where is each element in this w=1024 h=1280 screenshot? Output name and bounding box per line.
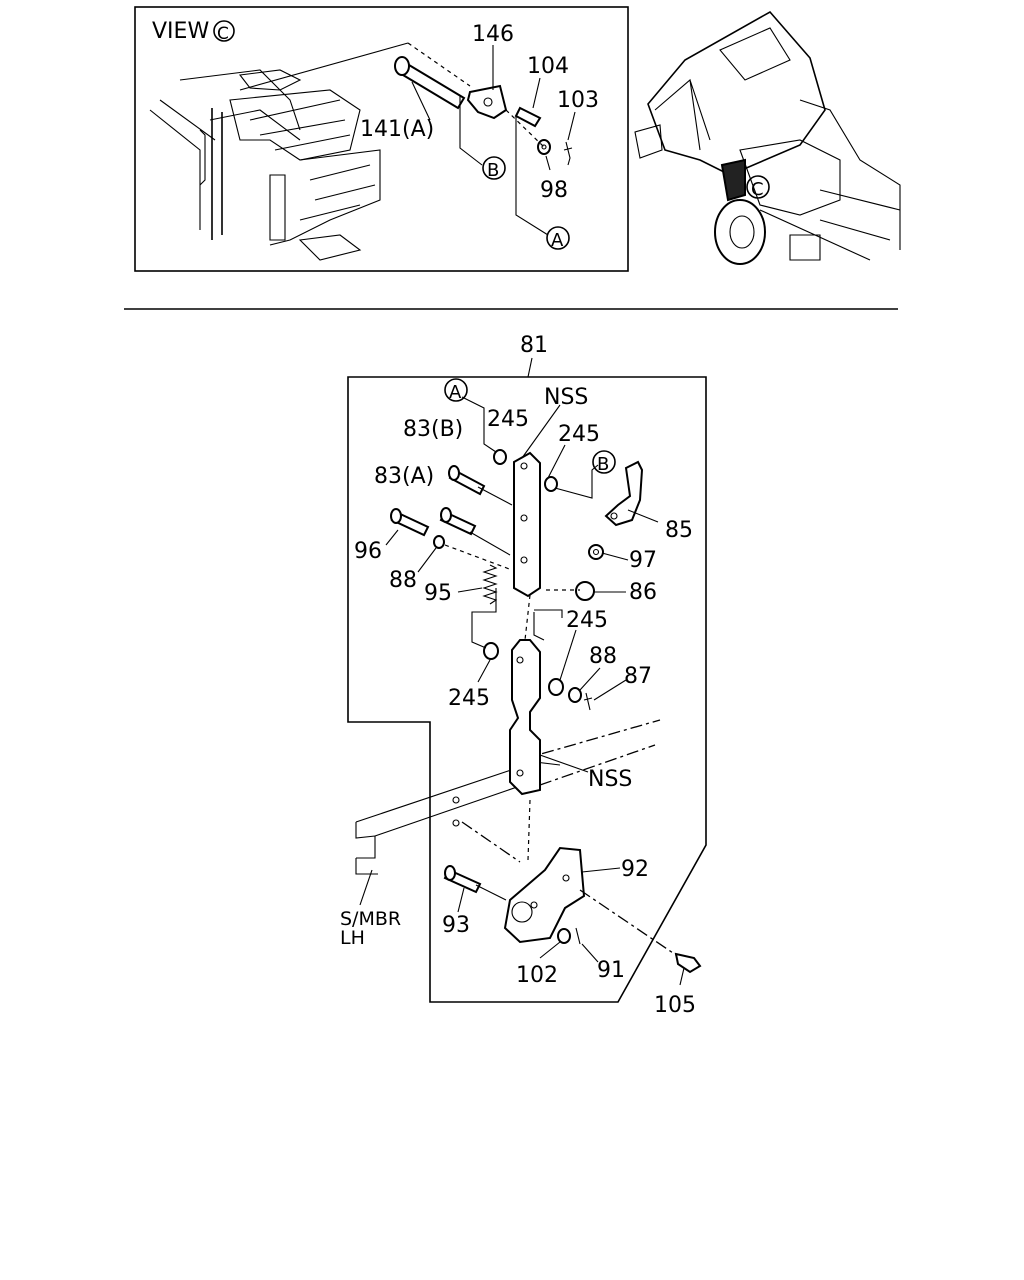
ring-86	[575, 581, 595, 601]
washer-98	[537, 139, 551, 155]
callout-92: 92	[621, 857, 649, 882]
bushing-245-right	[544, 476, 558, 492]
truck-window	[719, 27, 791, 81]
view-direction-arrow	[720, 158, 746, 202]
washer-88-right	[568, 687, 582, 703]
upper-link-plate	[513, 451, 541, 598]
callout-83a: 83(A)	[374, 464, 434, 489]
cab-frame-sketch	[149, 42, 471, 261]
washer-88-left	[433, 535, 445, 549]
cotter-pin-91	[575, 927, 581, 945]
washer-97	[588, 544, 604, 560]
main-assembly-diagram: 81	[340, 333, 707, 1018]
callout-88-b: 88	[589, 644, 617, 669]
pin-83a	[439, 507, 477, 536]
callout-86: 86	[629, 580, 657, 605]
bushing-245-lower-left	[483, 642, 499, 660]
bell-crank-85	[604, 460, 644, 527]
pin-83b	[448, 465, 486, 496]
side-member-lh	[355, 719, 661, 875]
truck-view-marker-circle	[746, 175, 770, 199]
callout-141a: 141(A)	[360, 117, 434, 142]
callout-95: 95	[424, 581, 452, 606]
callout-91: 91	[597, 958, 625, 983]
bushing-245-top	[493, 449, 507, 465]
ref-marker-b: B	[487, 160, 499, 181]
callout-nss-top: NSS	[544, 385, 588, 410]
callout-93: 93	[442, 913, 470, 938]
callout-83b: 83(B)	[403, 417, 463, 442]
bolt-105	[674, 952, 702, 974]
view-marker-circle	[213, 20, 235, 42]
bracket-92	[503, 846, 586, 944]
callout-103: 103	[557, 88, 599, 113]
cotter-pin-87	[583, 692, 593, 711]
callout-81: 81	[520, 333, 548, 358]
truck-wheel	[714, 199, 766, 265]
bolt-104	[514, 106, 542, 128]
callout-245-b: 245	[558, 422, 600, 447]
callout-87: 87	[624, 664, 652, 689]
ref-marker-a-main: A	[449, 382, 462, 403]
ref-marker-a-circle	[546, 226, 570, 250]
callout-nss-bottom: NSS	[588, 767, 632, 792]
view-marker-letter: C	[217, 24, 229, 44]
callout-smbr-lh: LH	[340, 927, 365, 949]
truck-orientation-view: C	[634, 10, 901, 265]
callout-97: 97	[629, 548, 657, 573]
callout-245-a: 245	[487, 407, 529, 432]
spring-95	[482, 564, 498, 605]
ref-marker-a: A	[551, 230, 564, 251]
pin-96	[390, 508, 430, 537]
washer-102	[557, 928, 571, 944]
callout-98: 98	[540, 178, 568, 203]
callout-245-d: 245	[448, 686, 490, 711]
callout-245-c: 245	[566, 608, 608, 633]
callout-146: 146	[472, 22, 514, 47]
lower-link-plate	[509, 639, 541, 796]
truck-view-marker: C	[751, 179, 764, 200]
assembly-81-boundary	[347, 376, 707, 1003]
inset-view-panel: VIEW C	[134, 6, 629, 272]
callout-105: 105	[654, 993, 696, 1018]
callout-85: 85	[665, 518, 693, 543]
pin-93	[443, 865, 482, 894]
bracket-146	[466, 84, 508, 120]
ref-marker-a-main-circle	[444, 378, 468, 402]
clip-103	[563, 141, 573, 166]
pin-141a	[394, 56, 466, 110]
view-label: VIEW	[152, 19, 209, 44]
ref-marker-b-main-circle	[592, 450, 616, 474]
callout-104: 104	[527, 54, 569, 79]
ref-marker-b-circle	[482, 156, 506, 180]
callout-smbr: S/MBR	[340, 908, 401, 930]
bushing-245-lower-right	[548, 678, 564, 696]
inset-frame	[134, 6, 629, 272]
ref-marker-b-main: B	[597, 454, 609, 475]
callout-88-a: 88	[389, 568, 417, 593]
truck-cab	[647, 10, 826, 176]
callout-96: 96	[354, 539, 382, 564]
callout-102: 102	[516, 963, 558, 988]
